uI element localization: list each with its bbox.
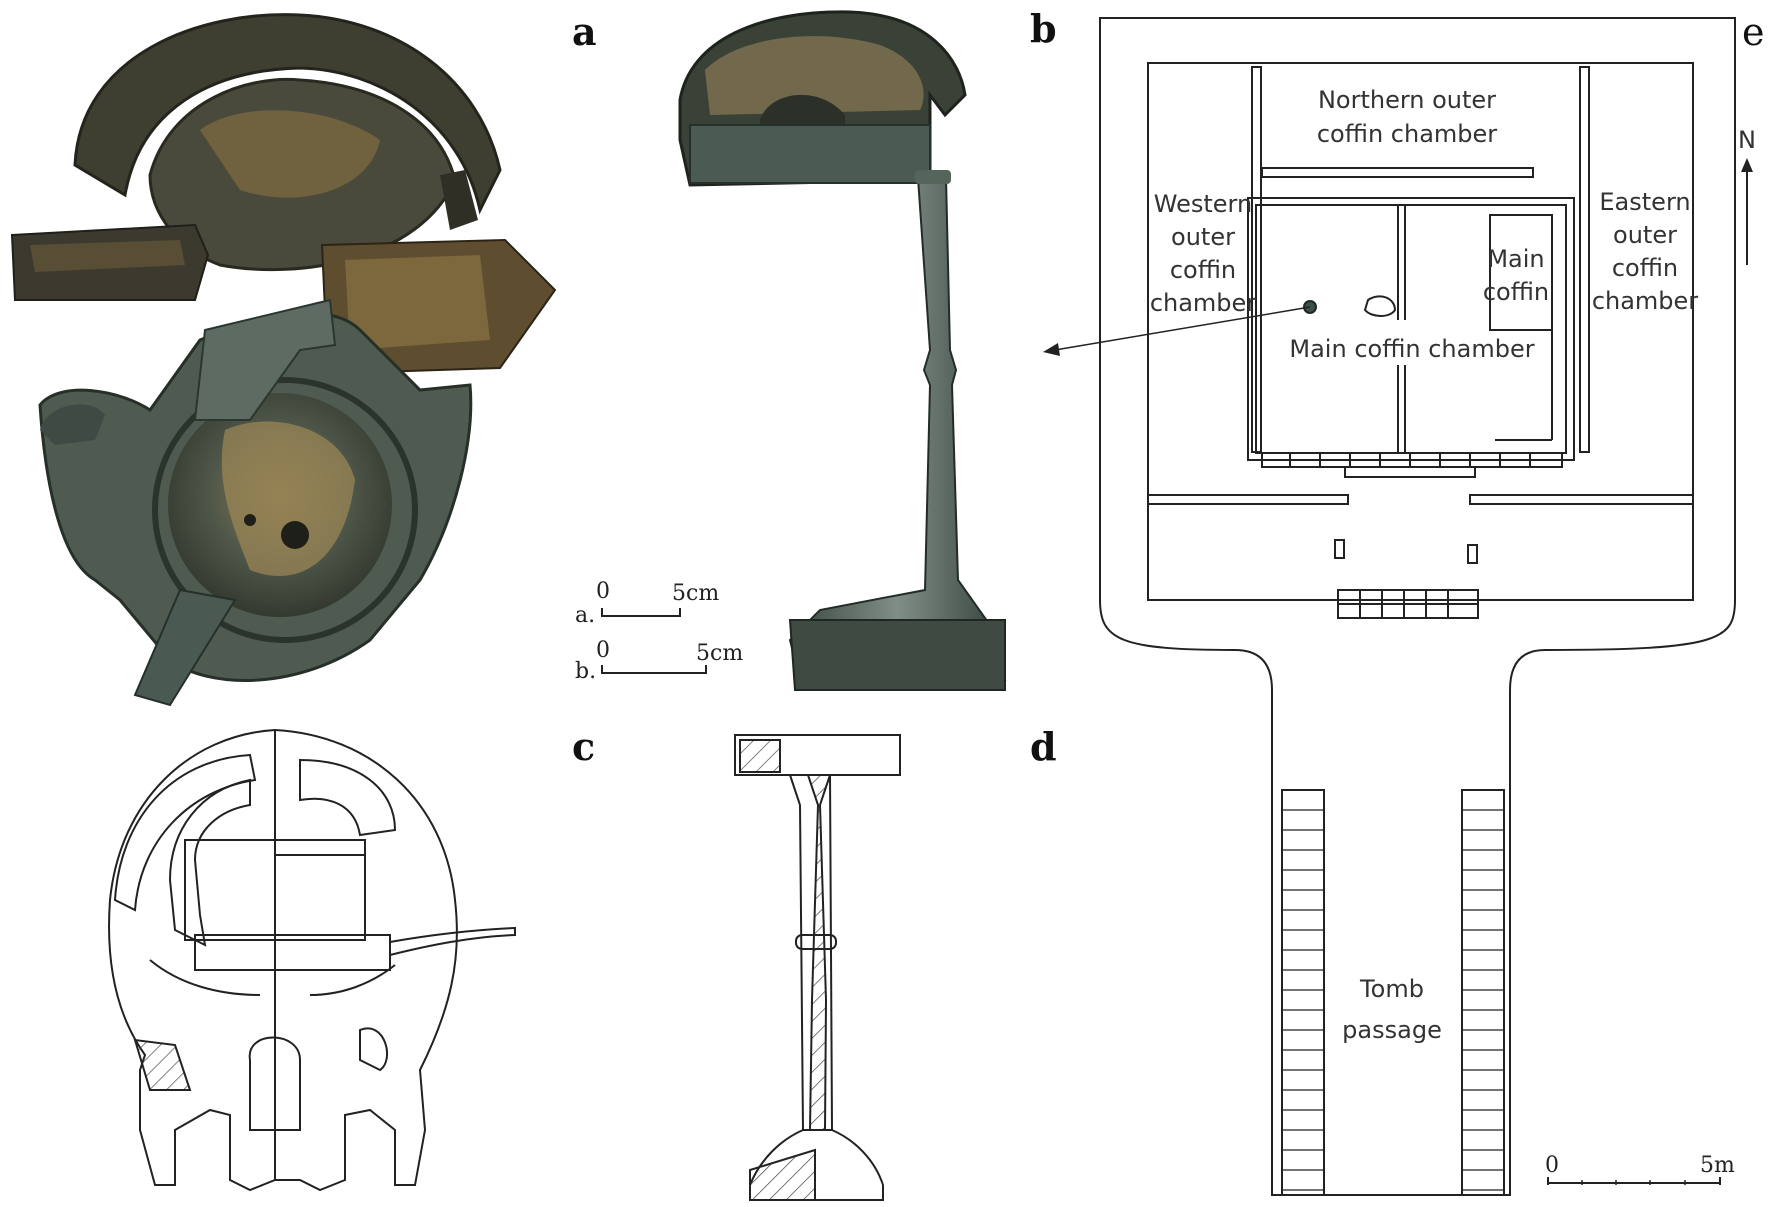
label-eastern-3: coffin — [1612, 254, 1678, 282]
bowl-handle — [193, 298, 337, 421]
lamp-stem-cap — [915, 170, 951, 184]
vessel-cup — [184, 839, 366, 941]
north-partition — [1261, 167, 1534, 178]
vessel-ring-left — [149, 959, 261, 996]
photo-vessel-fragments — [10, 13, 557, 707]
scale-bar-a: a. 0 5cm — [575, 579, 719, 628]
label-eastern-4: chamber — [1592, 287, 1698, 315]
passage-ramp-east — [1461, 789, 1505, 1196]
lamp-foot — [788, 619, 1006, 691]
entrance-steps — [1337, 589, 1479, 619]
lamp-drawing-stem-right — [829, 774, 833, 1131]
location-arrow — [1043, 306, 1311, 356]
cross-wall-west — [1147, 494, 1349, 505]
label-western-2: outer — [1171, 223, 1235, 251]
panel-letter-a: a — [572, 9, 597, 54]
drawing-lamp — [734, 734, 901, 1201]
plate-rust — [345, 255, 490, 350]
label-eastern-2: outer — [1613, 221, 1677, 249]
panel-letter-b: b — [1030, 6, 1057, 51]
lid-rust-patch — [200, 110, 380, 198]
lamp-drawing-stem-hatch — [806, 774, 832, 1131]
lid-handle-tip — [440, 170, 478, 230]
vessel-outer-outline — [108, 728, 458, 1192]
bowl-hole — [281, 521, 309, 549]
label-northern-1: Northern outer — [1318, 86, 1496, 114]
label-northern-2: coffin chamber — [1317, 120, 1497, 148]
scale-a-zero: 0 — [596, 579, 610, 604]
bowl-hole-small — [244, 514, 256, 526]
vessel-handle-rod — [389, 926, 516, 957]
photo-lamp — [678, 10, 1007, 691]
label-eastern-1: Eastern — [1599, 188, 1690, 216]
panel-letter-e: e — [1742, 10, 1765, 54]
lamp-drawing-base-hatch — [749, 1148, 816, 1201]
cross-wall-east — [1469, 494, 1694, 505]
vessel-inner-dome-right — [299, 758, 397, 837]
plan-scale-zero: 0 — [1545, 1153, 1559, 1178]
label-passage-2: passage — [1342, 1016, 1442, 1044]
panel-letter-c: c — [572, 724, 595, 769]
bowl-leg — [133, 588, 237, 707]
lamp-cup-base — [689, 124, 931, 184]
post-east — [1467, 544, 1478, 564]
lamp-drawing-base — [749, 1129, 884, 1201]
panel-letter-d: d — [1030, 724, 1057, 769]
lamp-cup-arch — [760, 94, 845, 128]
vessel-leg-right — [359, 1027, 389, 1072]
scale-bar-b: b. 0 5cm — [575, 638, 743, 684]
tomb-outer-outline — [1099, 17, 1736, 1196]
scale-a-line — [601, 608, 681, 617]
lamp-cup-rust — [705, 36, 924, 115]
rod-fragment-rust — [30, 240, 185, 272]
lid-arch-fragment — [73, 13, 502, 215]
scale-b-length: 5cm — [696, 641, 743, 666]
north-label: N — [1738, 126, 1756, 154]
passage-ramp-rungs — [1282, 809, 1504, 1191]
tomb-plan — [1099, 17, 1736, 1196]
north-arrow: N — [1738, 126, 1756, 265]
chamber-object-blob — [1363, 295, 1397, 317]
label-western-3: coffin — [1170, 256, 1236, 284]
drawing-vessel — [108, 728, 516, 1192]
tomb-inner-chamber — [1147, 62, 1694, 601]
plan-labels: Northern outer coffin chamber Western ou… — [1150, 86, 1698, 1044]
vessel-inner-hook-left — [168, 778, 251, 947]
vessel-center-leg — [248, 1036, 301, 1131]
scale-b-prefix: b. — [575, 659, 596, 684]
lamp-drawing-stem-left — [799, 804, 804, 1131]
lamp-drawing-cup-hatch — [739, 739, 781, 773]
post-west — [1334, 539, 1345, 559]
scale-a-prefix: a. — [575, 603, 595, 628]
label-western-4: chamber — [1150, 289, 1256, 317]
passage-ramp-west — [1281, 789, 1325, 1196]
plan-scale-length: 5m — [1700, 1153, 1735, 1178]
bowl-side-lug — [40, 404, 105, 445]
scale-b-zero: 0 — [596, 638, 610, 663]
scale-b-line — [601, 665, 707, 674]
label-western-1: Western — [1154, 190, 1252, 218]
label-main-chamber: Main coffin chamber — [1289, 335, 1534, 363]
lamp-drawing-collar — [795, 934, 837, 950]
label-main-coffin-1: Main — [1487, 245, 1544, 273]
lamp-drawing-stem-edge-l — [789, 774, 801, 806]
bowl-rim — [152, 377, 418, 643]
plan-scale-bar: 0 5m — [1545, 1153, 1735, 1185]
vessel-ring-right — [309, 964, 396, 996]
chamber-brick-row — [1261, 452, 1563, 478]
label-main-coffin-2: coffin — [1483, 278, 1549, 306]
vessel-inner-shell-left — [113, 753, 257, 912]
bowl-rust — [221, 421, 355, 576]
vessel-leg-left-hatched — [133, 1038, 192, 1091]
label-passage-1: Tomb — [1359, 975, 1424, 1003]
scale-a-length: 5cm — [672, 581, 719, 606]
east-wall — [1579, 66, 1590, 453]
lamp-stem-photo — [788, 177, 1007, 681]
